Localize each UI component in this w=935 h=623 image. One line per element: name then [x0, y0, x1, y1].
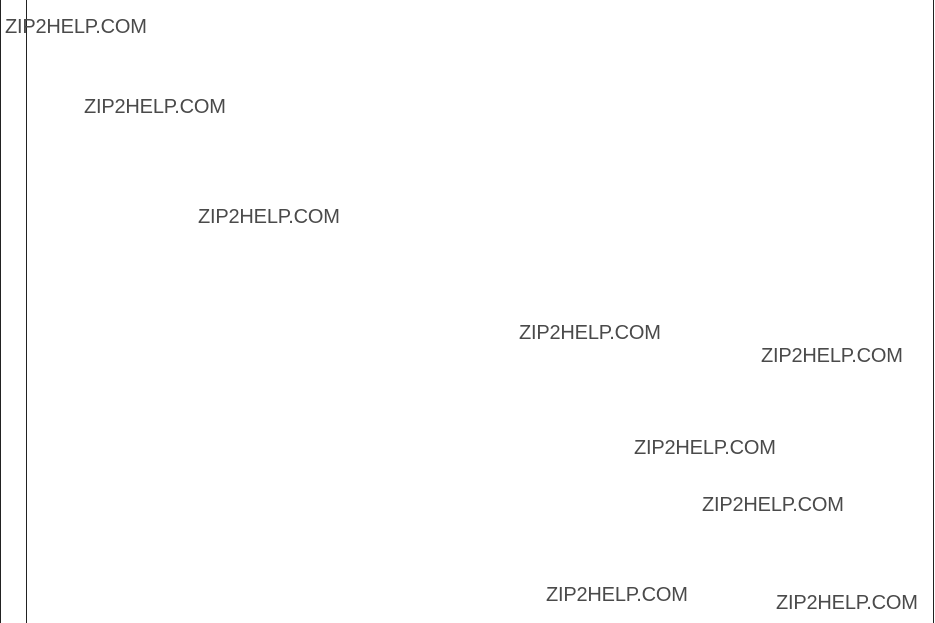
- watermark-text: ZIP2HELP.COM: [702, 494, 844, 516]
- watermark-text: ZIP2HELP.COM: [776, 592, 918, 614]
- watermark-text: ZIP2HELP.COM: [634, 437, 776, 459]
- watermark-text: ZIP2HELP.COM: [5, 16, 147, 38]
- inner-border-line: [26, 0, 27, 623]
- watermark-text: ZIP2HELP.COM: [546, 584, 688, 606]
- watermark-text: ZIP2HELP.COM: [761, 345, 903, 367]
- watermark-text: ZIP2HELP.COM: [84, 96, 226, 118]
- right-border-line: [933, 0, 934, 623]
- watermark-text: ZIP2HELP.COM: [198, 206, 340, 228]
- watermark-text: ZIP2HELP.COM: [519, 322, 661, 344]
- left-border-line: [0, 0, 1, 623]
